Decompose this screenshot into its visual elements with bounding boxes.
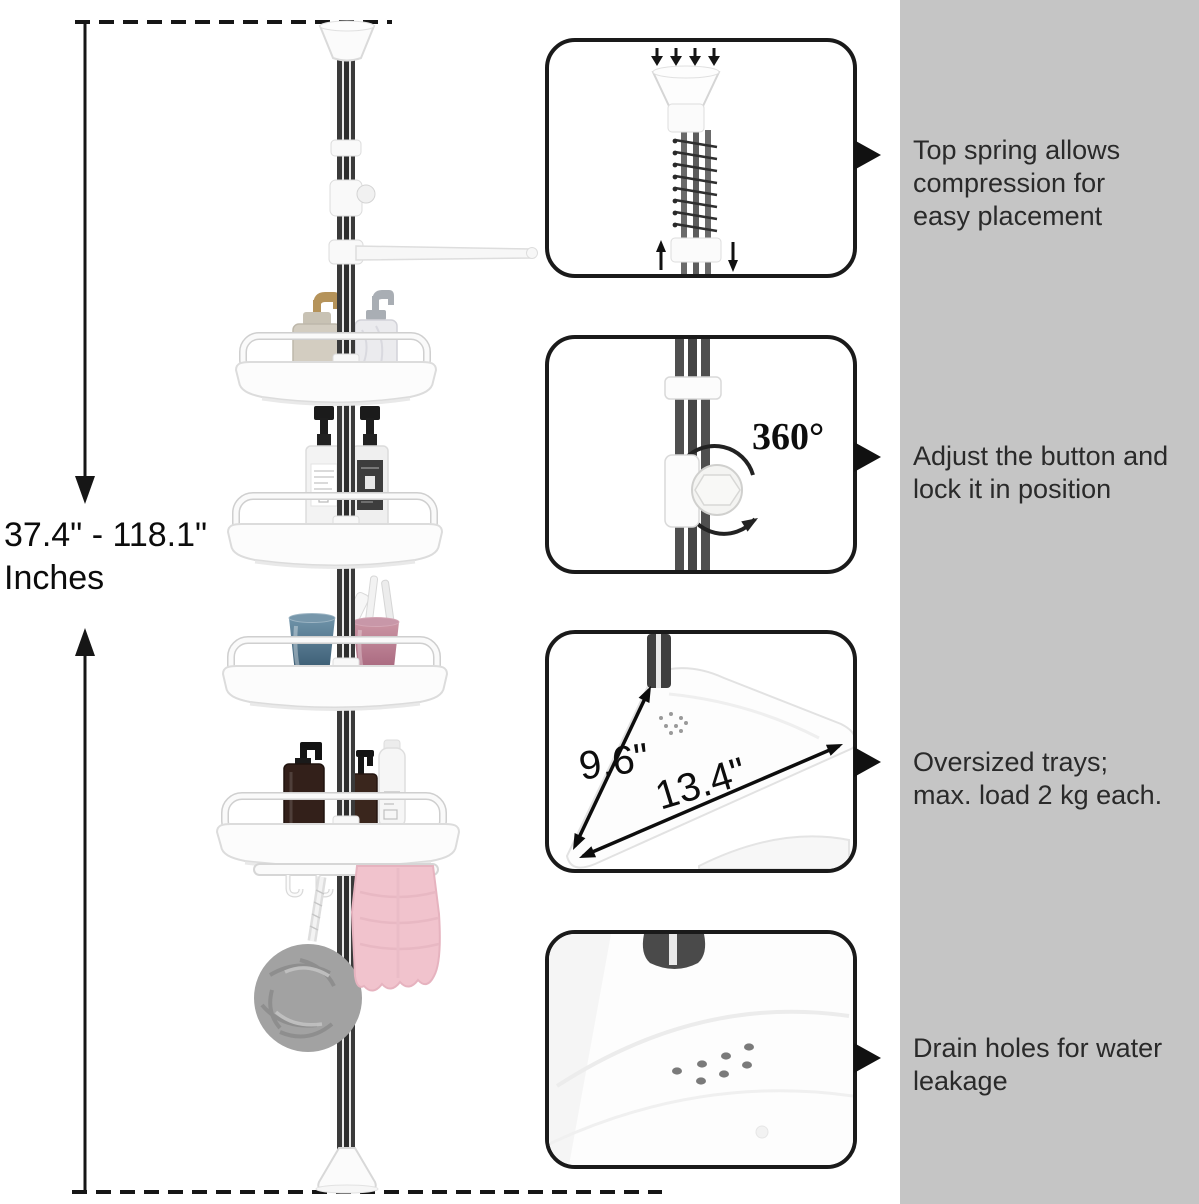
spring-pole-detail	[651, 65, 723, 274]
top-spring-illustration	[651, 48, 738, 274]
tension-pole	[315, 20, 538, 1194]
support-arm	[328, 239, 538, 265]
detail-box-top-spring	[545, 38, 857, 278]
spring-coil	[674, 138, 718, 233]
pointer-arrow-icon	[854, 747, 881, 777]
callout-line: Adjust the button and	[913, 441, 1169, 471]
drain-holes-illustration	[549, 934, 853, 1165]
shelf-tray-1	[234, 353, 438, 406]
towel-pink	[350, 865, 441, 992]
callout-line: Drain holes for water	[913, 1033, 1163, 1063]
drain-holes-dots	[659, 712, 688, 735]
loofah	[254, 876, 362, 1052]
up-arrowhead-icon	[75, 628, 95, 656]
callout-oversized-trays: Oversized trays; max. load 2 kg each.	[913, 746, 1162, 812]
callout-line: Oversized trays;	[913, 747, 1109, 777]
tray-size-illustration	[565, 634, 853, 869]
product-illustration	[72, 20, 662, 1194]
shampoo-bottle-brown-left	[283, 742, 325, 831]
rotation-illustration	[664, 339, 758, 570]
tray-top-view	[565, 634, 853, 869]
detail-box-rotation: 360°	[545, 335, 857, 574]
pump-bottle-white-left	[305, 406, 343, 531]
pointer-arrow-icon	[854, 140, 881, 170]
hook-1	[285, 875, 304, 898]
shelf-trays	[215, 353, 461, 870]
callout-adjust-button: Adjust the button and lock it in positio…	[913, 440, 1168, 506]
compression-arrows-icon	[651, 48, 720, 66]
dimension-arrows	[573, 686, 843, 858]
cup-blue	[288, 613, 336, 676]
down-arrowhead-icon	[75, 476, 95, 504]
tray-closeup	[549, 934, 853, 1165]
callout-line: compression for	[913, 168, 1106, 198]
height-unit: Inches	[4, 559, 105, 597]
height-range-value: 37.4" - 118.1"	[4, 516, 208, 554]
adjust-arrows-icon	[656, 240, 738, 272]
pole-clip	[330, 139, 362, 157]
shelf-tray-3	[221, 657, 449, 711]
tray-depth-label: 9.6"	[576, 735, 652, 789]
shelf-tray-2	[226, 515, 444, 569]
detail-box-drain-holes	[545, 930, 857, 1169]
callout-line: easy placement	[913, 201, 1103, 231]
pump-bottle-white-right	[351, 406, 389, 531]
height-range-label: 37.4" - 118.1" Inches	[4, 514, 207, 600]
pointer-arrow-icon	[854, 442, 881, 472]
pole-clip	[664, 376, 722, 400]
callout-top-spring: Top spring allows compression for easy p…	[913, 134, 1120, 233]
lotion-bottle-white	[378, 739, 406, 829]
right-annotation-panel	[900, 0, 1199, 1204]
callout-line: max. load 2 kg each.	[913, 780, 1163, 810]
rotation-degrees-label: 360°	[752, 416, 825, 458]
bottom-suction-base	[317, 1147, 377, 1191]
pointer-arrow-icon	[854, 1043, 881, 1073]
callout-drain-holes: Drain holes for water leakage	[913, 1032, 1162, 1098]
callout-line: lock it in position	[913, 474, 1112, 504]
callout-line: leakage	[913, 1066, 1008, 1096]
spring-coil-dots	[672, 138, 678, 228]
drain-holes-dots	[672, 1043, 754, 1085]
callout-line: Top spring allows	[913, 135, 1121, 165]
shelf-tray-4	[215, 815, 461, 870]
locking-knob-bracket	[329, 179, 376, 217]
locking-knob	[664, 454, 743, 528]
detail-box-tray-size: 9.6" 13.4"	[545, 630, 857, 873]
